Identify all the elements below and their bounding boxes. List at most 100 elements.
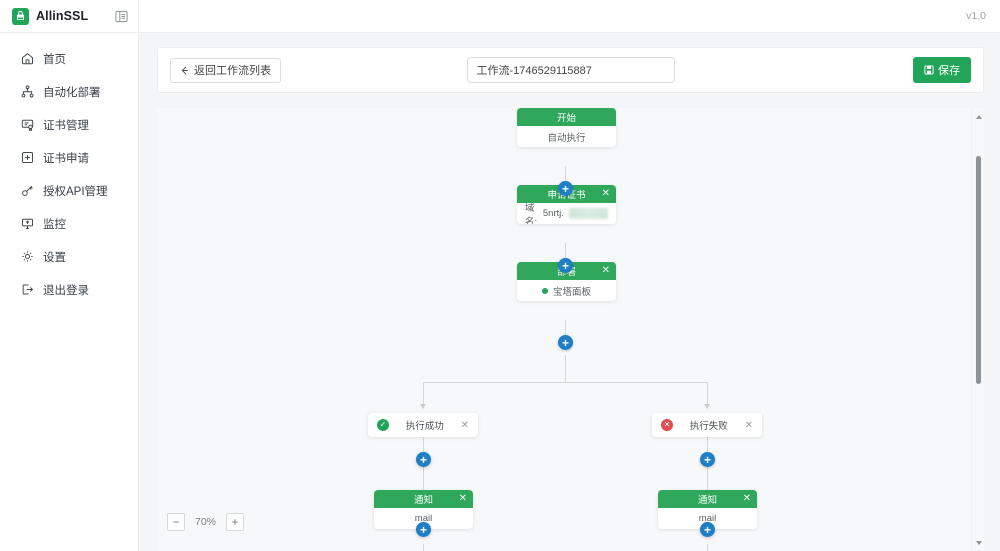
gear-icon <box>20 250 34 264</box>
arrow-left-icon <box>181 66 188 74</box>
connector-line <box>707 544 708 551</box>
zoom-level-label: 70% <box>195 516 217 528</box>
sidebar-item-home[interactable]: 首页 <box>0 42 138 75</box>
sidebar-item-automation[interactable]: 自动化部署 <box>0 75 138 108</box>
content-area: 返回工作流列表 保存 <box>139 33 1000 551</box>
close-icon[interactable]: ✕ <box>601 265 610 276</box>
sidebar-item-label: 自动化部署 <box>43 86 101 99</box>
condition-node-failure[interactable]: ✕ 执行失败 ✕ <box>652 413 762 437</box>
connector-line <box>707 467 708 490</box>
add-node-button-2[interactable]: + <box>558 258 573 273</box>
node-start[interactable]: 开始 自动执行 <box>517 108 616 147</box>
green-dot-icon <box>541 287 548 294</box>
sidebar-nav: 首页 自动化部署 <box>0 33 138 306</box>
canvas-scrollbar[interactable] <box>971 108 984 551</box>
add-node-button-notify-success[interactable]: + <box>416 522 431 537</box>
connector-line <box>565 355 566 382</box>
node-body: 宝塔面板 <box>517 280 616 301</box>
node-body: mail <box>374 508 473 529</box>
close-icon[interactable]: ✕ <box>460 419 469 431</box>
error-circle-icon: ✕ <box>661 419 673 431</box>
plus-circle-icon: + <box>561 181 569 196</box>
workflow-name-input[interactable] <box>466 57 675 83</box>
close-icon[interactable]: ✕ <box>744 419 753 431</box>
zoom-in-button[interactable]: + <box>226 513 245 531</box>
connector-line <box>423 467 424 490</box>
scrollbar-thumb[interactable] <box>976 156 981 384</box>
app-version: v1.0 <box>966 10 986 22</box>
sidebar-item-label: 设置 <box>43 251 66 264</box>
node-subtitle: 宝塔面板 <box>552 286 591 298</box>
sidebar-item-label: 退出登录 <box>43 284 89 297</box>
sidebar-item-settings[interactable]: 设置 <box>0 240 138 273</box>
back-to-workflow-list-button[interactable]: 返回工作流列表 <box>170 57 281 83</box>
branch-right-drop <box>707 382 708 406</box>
sidebar: AllinSSL 首页 <box>0 0 139 551</box>
plus-circle-icon: + <box>703 522 711 537</box>
branch-split-line <box>423 382 708 383</box>
brand-name: AllinSSL <box>36 9 89 23</box>
node-title: 通知 <box>697 495 717 506</box>
save-button-label: 保存 <box>938 65 960 77</box>
sidebar-item-label: 首页 <box>43 53 66 66</box>
branch-right-arrow <box>704 404 710 409</box>
node-subtitle: 自动执行 <box>547 132 586 144</box>
plus-square-icon <box>20 151 34 165</box>
home-icon <box>20 52 34 66</box>
node-body: mail <box>658 508 757 529</box>
connector-line <box>565 320 566 343</box>
main-area: v1.0 返回工作流列表 保 <box>139 0 1000 551</box>
condition-label: 执行失败 <box>689 421 728 432</box>
save-button[interactable]: 保存 <box>913 57 971 83</box>
zoom-out-button[interactable]: − <box>167 513 185 531</box>
workflow-canvas[interactable]: 开始 自动执行 + 申请证书 ✕ <box>157 108 984 551</box>
plus-circle-icon: + <box>419 522 427 537</box>
close-icon[interactable]: ✕ <box>742 493 751 504</box>
sidebar-item-label: 授权API管理 <box>43 185 108 198</box>
lock-shield-icon <box>12 7 29 25</box>
node-notify-failure[interactable]: 通知 ✕ mail <box>658 490 757 529</box>
condition-label: 执行成功 <box>405 421 444 432</box>
key-icon <box>20 184 34 198</box>
connector-line <box>423 544 424 551</box>
node-title: 开始 <box>556 113 576 124</box>
condition-node-success[interactable]: ✓ 执行成功 ✕ <box>368 413 478 437</box>
sidebar-item-cert-apply[interactable]: 证书申请 <box>0 141 138 174</box>
plus-circle-icon: + <box>703 452 711 467</box>
add-node-button-failure[interactable]: + <box>700 452 715 467</box>
canvas-inner: 开始 自动执行 + 申请证书 ✕ <box>157 108 984 551</box>
add-node-button-success[interactable]: + <box>416 452 431 467</box>
logout-icon <box>20 283 34 297</box>
close-icon[interactable]: ✕ <box>458 493 467 504</box>
plus-icon: + <box>231 515 239 529</box>
close-icon[interactable]: ✕ <box>601 188 610 199</box>
connector-line <box>707 437 708 453</box>
caret-down-icon[interactable] <box>972 536 984 549</box>
caret-up-icon[interactable] <box>972 110 984 123</box>
sidebar-collapse-icon[interactable] <box>114 9 128 23</box>
sidebar-item-monitor[interactable]: 监控 <box>0 207 138 240</box>
sidebar-item-logout[interactable]: 退出登录 <box>0 273 138 306</box>
node-title: 通知 <box>413 495 433 506</box>
sidebar-item-cert-manage[interactable]: 证书管理 <box>0 108 138 141</box>
branch-left-arrow <box>420 404 426 409</box>
plus-circle-icon: + <box>561 335 569 350</box>
back-button-label: 返回工作流列表 <box>194 65 271 77</box>
zoom-controls: − 70% + <box>167 513 245 531</box>
sidebar-item-api-auth[interactable]: 授权API管理 <box>0 174 138 207</box>
connector-line <box>423 437 424 453</box>
add-node-button-1[interactable]: + <box>558 181 573 196</box>
check-circle-icon: ✓ <box>377 419 389 431</box>
branch-left-drop <box>423 382 424 406</box>
node-header: 通知 ✕ <box>374 490 473 508</box>
add-node-button-notify-failure[interactable]: + <box>700 522 715 537</box>
node-notify-success[interactable]: 通知 ✕ mail <box>374 490 473 529</box>
add-node-button-3[interactable]: + <box>558 335 573 350</box>
node-subtitle: mail <box>414 513 433 524</box>
node-subtitle: mail <box>698 513 717 524</box>
node-subtitle-label: 域名: <box>525 202 538 225</box>
node-body: 域名: 5nrtj. <box>517 203 616 224</box>
sidebar-item-label: 证书申请 <box>43 152 89 165</box>
node-body: 自动执行 <box>517 126 616 147</box>
